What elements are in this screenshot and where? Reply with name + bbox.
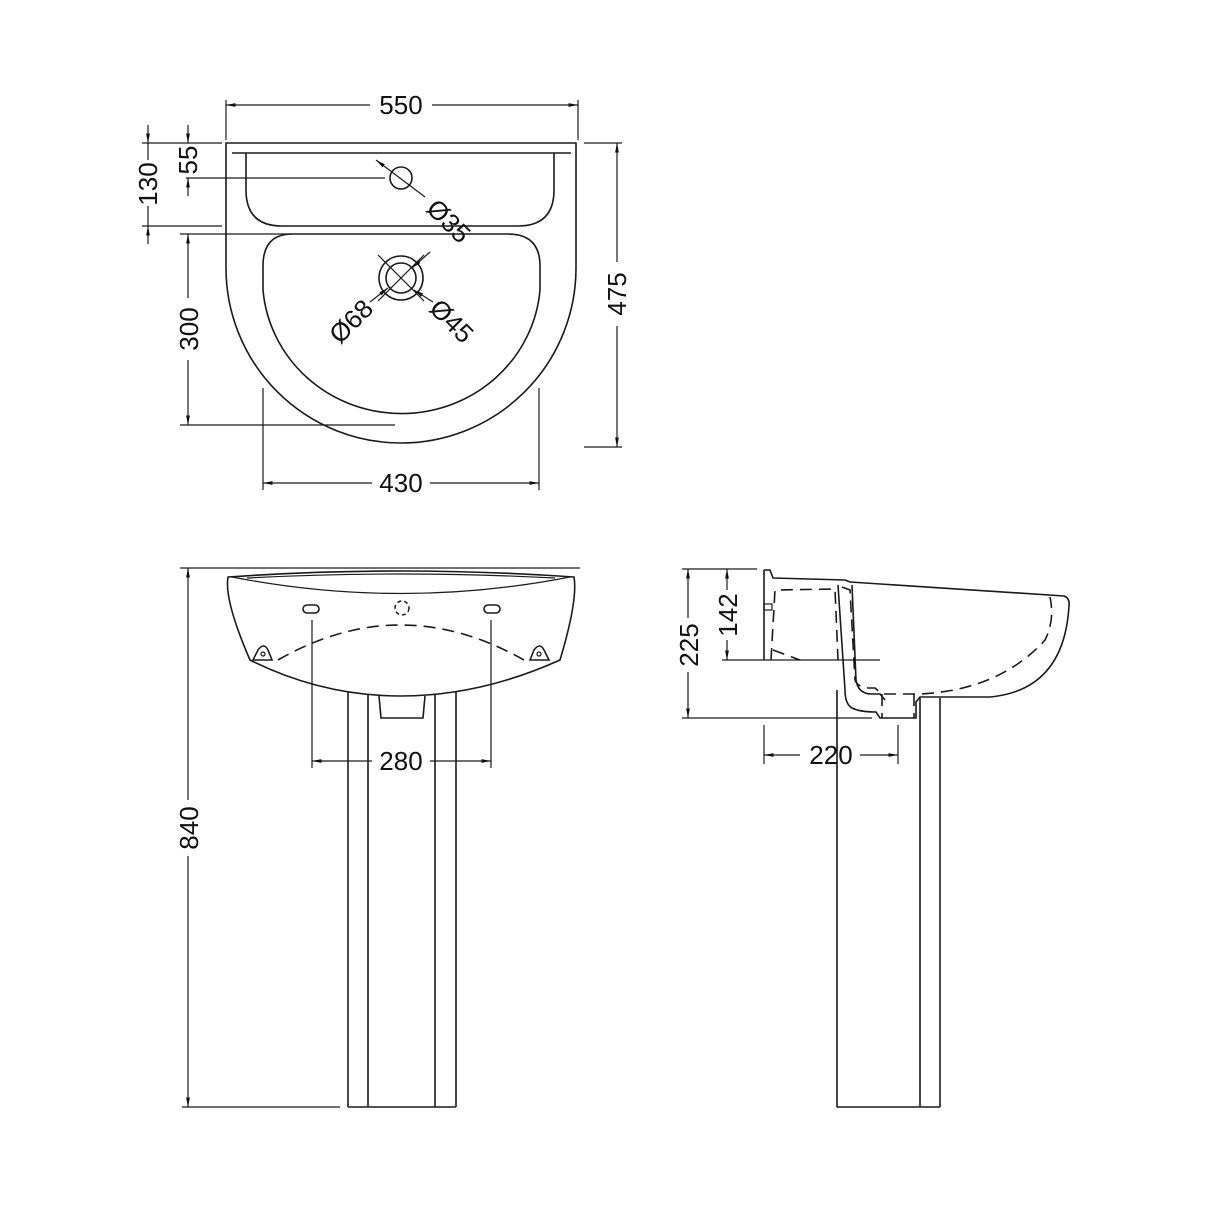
waste-outer (378, 255, 424, 301)
front-view: 840 280 (174, 567, 580, 1108)
svg-text:430: 430 (379, 468, 422, 498)
svg-text:300: 300 (174, 307, 204, 350)
dim-220: 220 (763, 725, 899, 770)
side-view: 225 142 220 (674, 568, 1070, 1108)
svg-text:280: 280 (379, 746, 422, 776)
svg-text:475: 475 (602, 272, 632, 315)
dim-55: 55 (173, 125, 385, 196)
dim-280: 280 (311, 620, 492, 776)
tap-ledge-recess (245, 153, 555, 227)
waste-inner (385, 262, 417, 294)
basin-outer-outline (225, 142, 577, 444)
bracket-left (251, 645, 274, 661)
svg-text:840: 840 (174, 806, 204, 849)
dim-300: 300 (174, 233, 395, 426)
svg-text:550: 550 (379, 90, 422, 120)
dim-550: 550 (225, 90, 579, 140)
dim-225: 225 (674, 568, 872, 719)
top-view: 550 475 130 55 (133, 90, 632, 498)
dim-475: 475 (584, 142, 632, 448)
svg-text:142: 142 (713, 593, 743, 636)
dim-142: 142 (713, 569, 880, 661)
svg-text:225: 225 (674, 623, 704, 666)
bowl-outline (262, 233, 541, 415)
fixing-slot-left (302, 604, 320, 614)
fixing-slot-right (483, 604, 501, 614)
overflow-hole (394, 600, 410, 616)
dim-130: 130 (133, 125, 222, 244)
dim-430: 430 (262, 388, 540, 498)
svg-text:130: 130 (133, 162, 163, 205)
basin-front-outline (226, 570, 576, 697)
bracket-right (528, 645, 551, 661)
svg-text:220: 220 (809, 740, 852, 770)
tap-hole (389, 166, 413, 190)
svg-text:55: 55 (173, 146, 203, 175)
label-tap-hole-diameter: Ø35 (421, 193, 477, 249)
dim-840: 840 (174, 567, 580, 1108)
